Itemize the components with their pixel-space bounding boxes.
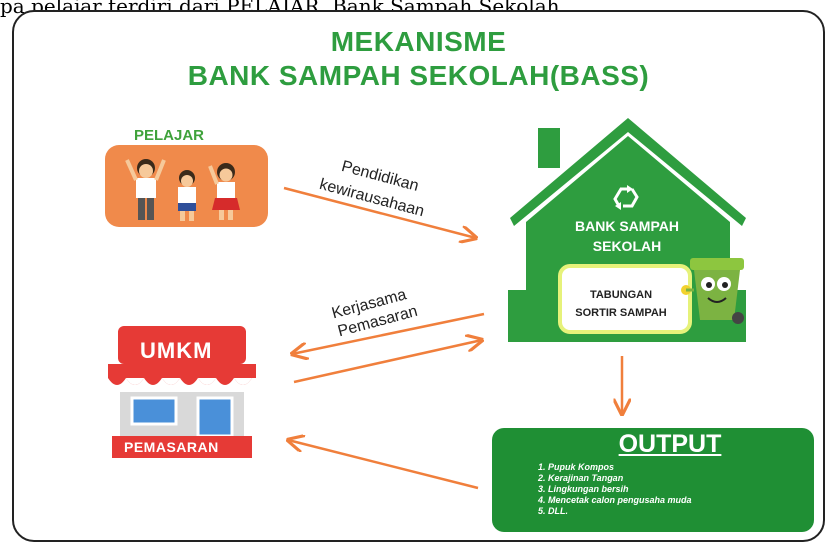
output-item: 4. Mencetak calon pengusaha muda	[538, 495, 692, 505]
students-icon	[125, 159, 240, 221]
umkm-label: UMKM	[140, 338, 213, 363]
recycle-icon	[613, 185, 639, 210]
diagram-title-line1: MEKANISME	[330, 26, 507, 57]
output-list: 1. Pupuk Kompos 2. Kerajinan Tangan 3. L…	[538, 462, 692, 517]
pelajar-label: PELAJAR	[134, 127, 205, 144]
tabungan-card	[558, 264, 692, 334]
output-item: 3. Lingkungan bersih	[538, 484, 629, 494]
trash-bin-mascot-icon	[681, 258, 744, 324]
arrow-pelajar-to-bank	[283, 186, 476, 238]
shop-icon	[108, 326, 256, 458]
arrow-output-to-umkm	[288, 440, 479, 490]
diagram-title-line2: BANK SAMPAH SEKOLAH(BASS)	[187, 60, 650, 91]
output-item: 1. Pupuk Kompos	[538, 462, 615, 472]
tabungan-label-line1: TABUNGAN	[589, 289, 653, 301]
house-label-line1: BANK SAMPAH	[575, 218, 679, 234]
house-label-line2: SEKOLAH	[592, 238, 662, 254]
arrow-umkm-to-bank	[293, 340, 482, 384]
output-box	[492, 428, 814, 532]
output-title: OUTPUT	[618, 430, 722, 458]
tabungan-label-line2: SORTIR SAMPAH	[575, 307, 667, 319]
pemasaran-label: PEMASARAN	[124, 439, 219, 455]
output-item: 2. Kerajinan Tangan	[538, 473, 624, 483]
arrow-bank-to-umkm	[292, 312, 485, 354]
output-item: 5. DLL.	[538, 506, 569, 516]
